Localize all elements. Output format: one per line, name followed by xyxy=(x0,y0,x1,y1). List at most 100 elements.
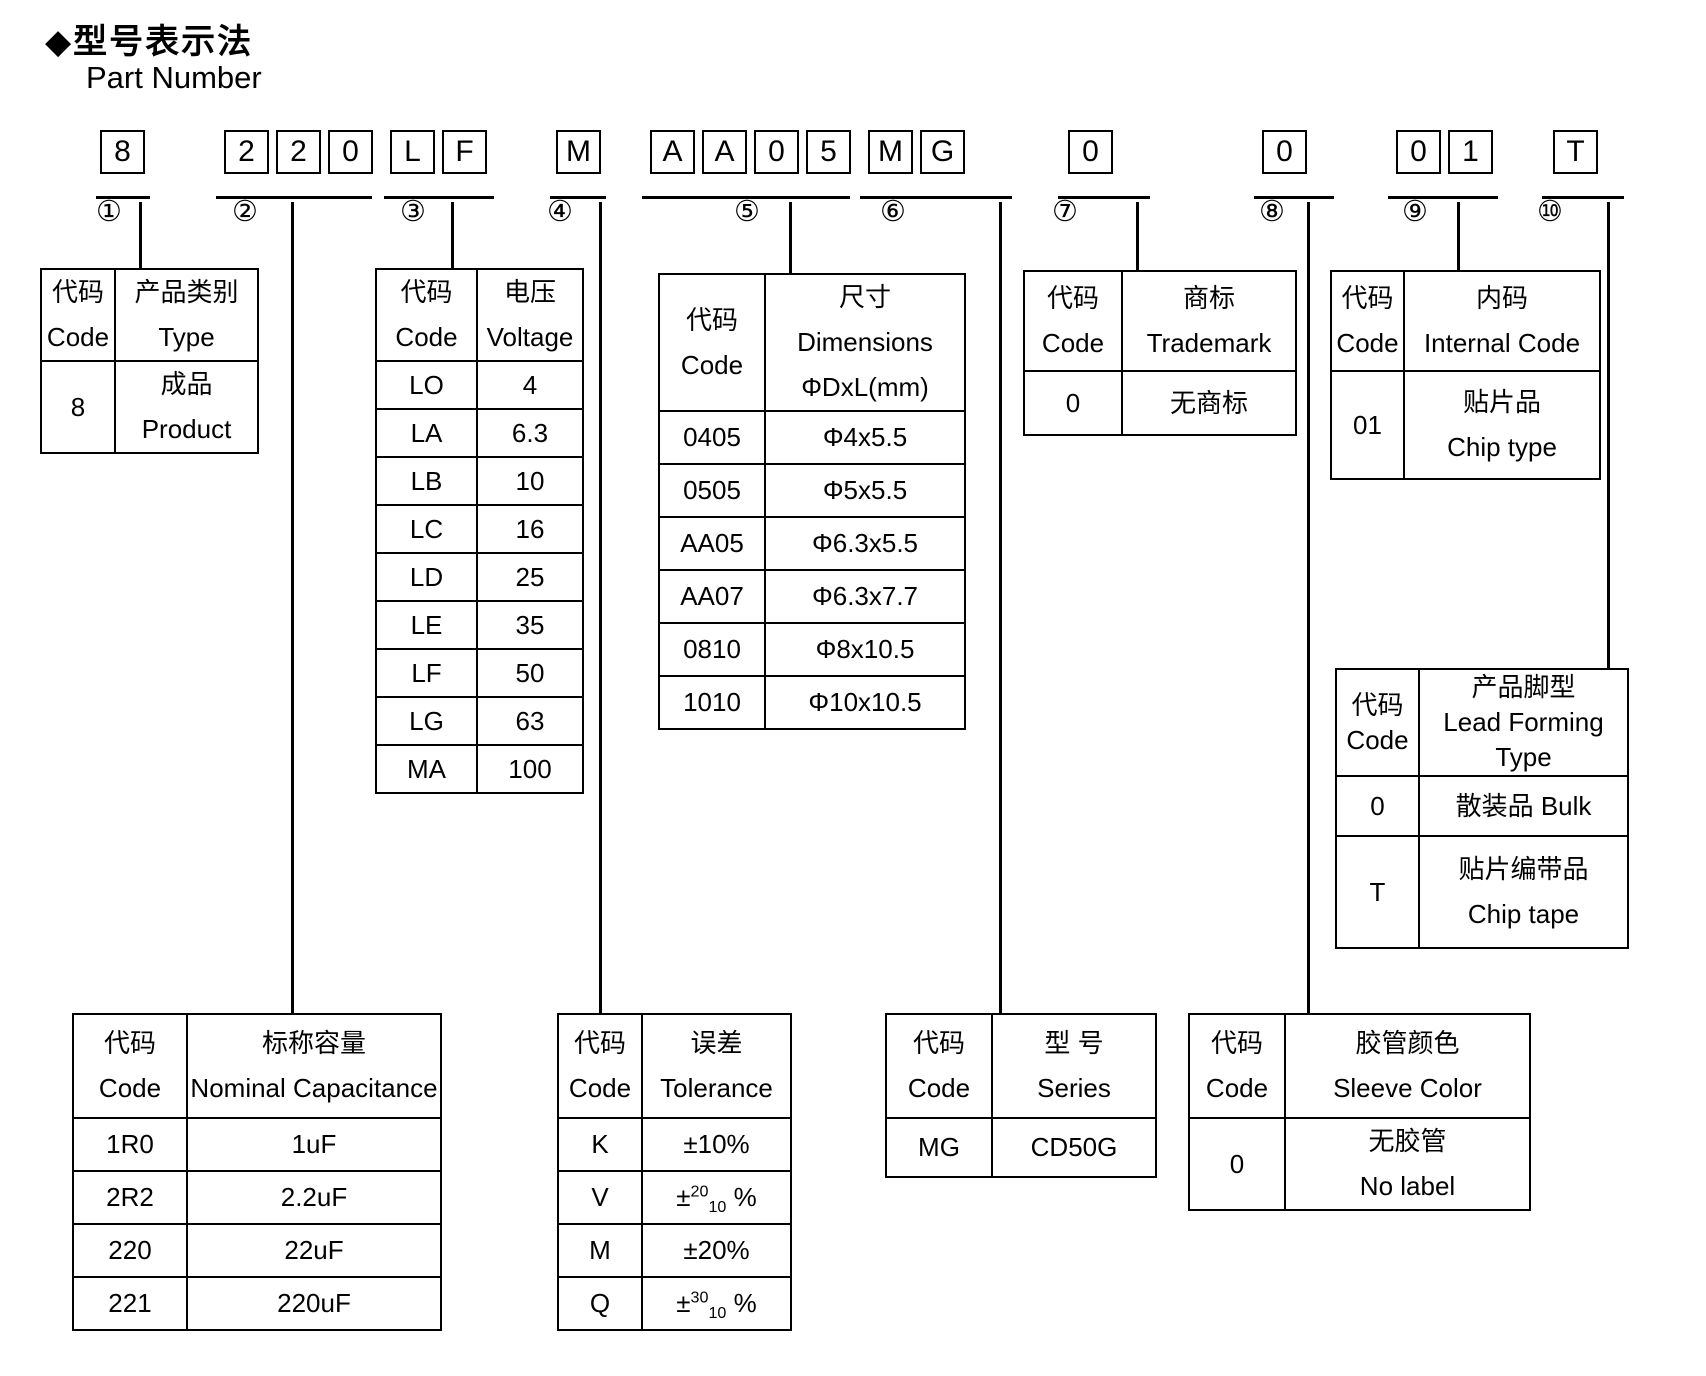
table-cell: 220 xyxy=(72,1223,188,1278)
part-number-group-10: T xyxy=(1553,130,1598,174)
table-cell: 0 xyxy=(1023,370,1123,436)
position-number-10: ⑩ xyxy=(1537,196,1563,228)
table-cell: 1uF xyxy=(186,1117,442,1172)
table-cell: LB xyxy=(375,456,478,506)
position-number-7: ⑦ xyxy=(1052,196,1078,228)
table-cell: 63 xyxy=(476,696,584,746)
table-cell: 10 xyxy=(476,456,584,506)
position-number-4: ④ xyxy=(547,196,573,228)
position-number-6: ⑥ xyxy=(880,196,906,228)
position-number-8: ⑧ xyxy=(1259,196,1285,228)
table-cell: Φ5x5.5 xyxy=(764,463,966,518)
group-underline xyxy=(1388,196,1498,199)
table-cell: K xyxy=(557,1117,643,1172)
table-cell: 0405 xyxy=(658,410,766,465)
connector-line xyxy=(1136,202,1139,272)
part-number-group-1: 8 xyxy=(100,130,145,174)
group-underline xyxy=(96,196,150,199)
table-cell: 22uF xyxy=(186,1223,442,1278)
table-cell: LD xyxy=(375,552,478,602)
table-cell: 50 xyxy=(476,648,584,698)
connector-line xyxy=(1307,202,1310,1015)
table-cell: M xyxy=(557,1223,643,1278)
table-row: Q±3010 % xyxy=(557,1276,792,1331)
table-cell: 成品 Product xyxy=(114,360,259,454)
part-number-char-box: A xyxy=(702,130,747,174)
table-cell: T xyxy=(1335,835,1420,949)
part-number-char-box: 2 xyxy=(224,130,269,174)
table-cell: LF xyxy=(375,648,478,698)
table-cell: 0505 xyxy=(658,463,766,518)
part-number-char-box: 0 xyxy=(754,130,799,174)
position-number-9: ⑨ xyxy=(1402,196,1428,228)
connector-line xyxy=(451,202,454,270)
table-cell: ±20% xyxy=(641,1223,792,1278)
connector-line xyxy=(1457,202,1460,272)
table-cell: Q xyxy=(557,1276,643,1331)
group-underline xyxy=(642,196,850,199)
table-cell: 0 xyxy=(1335,775,1420,837)
position-number-3: ③ xyxy=(400,196,426,228)
group-underline xyxy=(384,196,494,199)
part-number-group-7: 0 xyxy=(1068,130,1113,174)
table-cell: 1010 xyxy=(658,675,766,730)
connector-line xyxy=(789,202,792,275)
part-number-char-box: G xyxy=(920,130,965,174)
table-cell: AA05 xyxy=(658,516,766,571)
table-cell: 35 xyxy=(476,600,584,650)
part-number-char-box: M xyxy=(556,130,601,174)
group-underline xyxy=(216,196,372,199)
group-underline xyxy=(1254,196,1334,199)
table-cell: Φ8x10.5 xyxy=(764,622,966,677)
position-number-5: ⑤ xyxy=(734,196,760,228)
table-cell: AA07 xyxy=(658,569,766,624)
part-number-char-box: 8 xyxy=(100,130,145,174)
position-number-2: ② xyxy=(232,196,258,228)
part-number-char-box: 0 xyxy=(328,130,373,174)
part-number-char-box: T xyxy=(1553,130,1598,174)
table-row: V±2010 % xyxy=(557,1170,792,1225)
table-cell: LG xyxy=(375,696,478,746)
table-cell: LA xyxy=(375,408,478,458)
table-cell: 1R0 xyxy=(72,1117,188,1172)
diamond-icon: ◆ xyxy=(45,23,74,61)
table-cell: 01 xyxy=(1330,370,1405,480)
